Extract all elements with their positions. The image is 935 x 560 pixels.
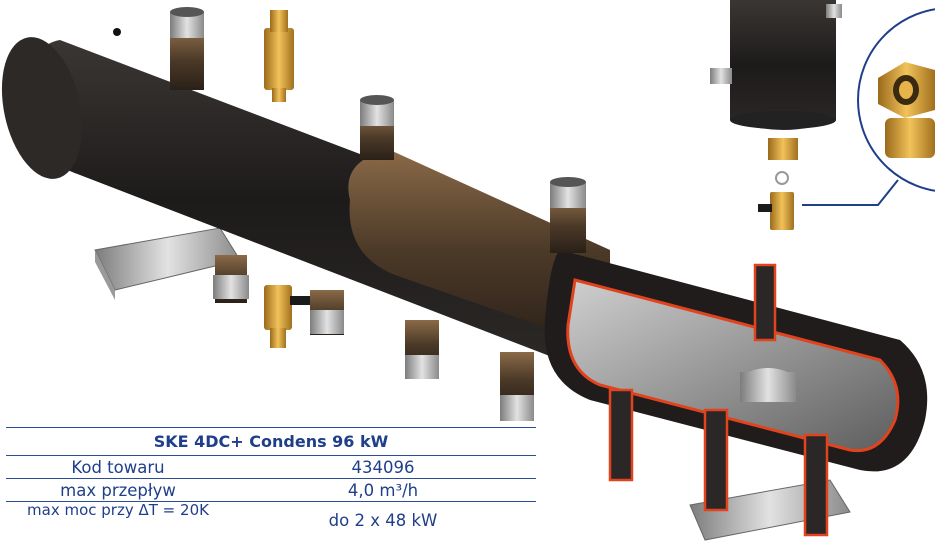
table-row: Kod towaru 434096 [6, 455, 536, 479]
inner-pipe-section [348, 150, 610, 350]
automatic-air-vent [264, 10, 294, 102]
spec-label: max przepływ [6, 478, 230, 502]
spec-table: SKE 4DC+ Condens 96 kW Kod towaru 434096… [6, 427, 536, 538]
table-row: max przepływ 4,0 m³/h [6, 478, 536, 502]
spec-label: max moc przy ΔT = 20K [27, 501, 209, 519]
spec-value: 4,0 m³/h [230, 478, 536, 502]
cutaway-section [544, 250, 928, 537]
spec-value: 434096 [230, 455, 536, 479]
top-connection-pipes [170, 7, 586, 253]
detail-callout [802, 8, 935, 206]
spec-table-title: SKE 4DC+ Condens 96 kW [6, 427, 536, 456]
table-row: max moc przy ΔT = 20K do 2 x 48 kW [6, 502, 536, 539]
spec-label: Kod towaru [6, 455, 230, 479]
drain-valve [264, 285, 310, 348]
detached-component [710, 0, 842, 230]
spec-table-title-row: SKE 4DC+ Condens 96 kW [6, 427, 536, 456]
lower-connection-pipes [213, 255, 534, 421]
brass-fitting-closeup [878, 62, 935, 158]
spec-value: do 2 x 48 kW [328, 510, 438, 530]
